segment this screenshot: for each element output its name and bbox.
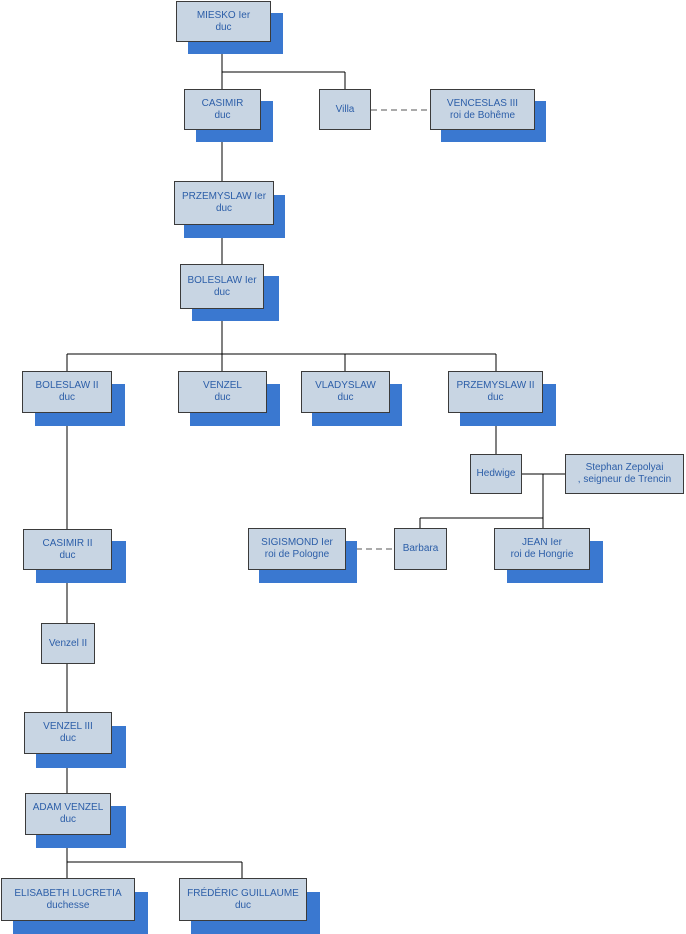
node-name: Stephan Zepolyai bbox=[585, 462, 664, 473]
node-name: MIESKO Ier bbox=[196, 9, 251, 21]
node-title: duc bbox=[58, 392, 76, 403]
node-title: duc bbox=[215, 203, 233, 214]
node-name: CASIMIR bbox=[201, 97, 244, 109]
node-name: SIGISMOND Ier bbox=[261, 537, 333, 548]
node-title: duc bbox=[337, 392, 354, 403]
node-name: VLADYSLAW bbox=[315, 380, 376, 391]
node-name: Barbara bbox=[402, 543, 439, 554]
node-name: Venzel II bbox=[48, 637, 88, 649]
node-title: duc bbox=[215, 21, 232, 33]
node-name: VENZEL bbox=[203, 380, 242, 391]
node-name: PRZEMYSLAW Ier bbox=[181, 191, 267, 202]
node-title: duc bbox=[59, 733, 77, 744]
node-name: VENCESLAS III bbox=[446, 97, 519, 109]
node-name: PRZEMYSLAW II bbox=[456, 380, 535, 391]
node-name: Villa bbox=[335, 103, 355, 115]
node-title: , seigneur de Trencin bbox=[577, 474, 672, 485]
node-title: duc bbox=[59, 549, 76, 561]
node-title: duc bbox=[214, 392, 231, 403]
node-title: duc bbox=[59, 814, 77, 825]
node-title: roi de Pologne bbox=[264, 549, 330, 560]
node-name: BOLESLAW II bbox=[35, 380, 99, 391]
node-title: duchesse bbox=[46, 899, 90, 911]
node-title: roi de Hongrie bbox=[510, 549, 574, 560]
node-name: VENZEL III bbox=[43, 721, 93, 732]
node-title: duc bbox=[213, 286, 231, 298]
node-title: duc bbox=[234, 899, 252, 911]
node-title: roi de Bohême bbox=[449, 109, 516, 121]
node-title: duc bbox=[487, 392, 504, 403]
node-name: CASIMIR II bbox=[42, 537, 93, 549]
node-title: duc bbox=[214, 109, 231, 121]
node-name: BOLESLAW Ier bbox=[187, 274, 257, 286]
node-name: ELISABETH LUCRETIA bbox=[14, 887, 122, 899]
node-name: Hedwige bbox=[476, 468, 516, 479]
node-name: ADAM VENZEL bbox=[32, 802, 104, 813]
node-name: JEAN Ier bbox=[521, 537, 562, 548]
node-name: FRÉDÉRIC GUILLAUME bbox=[187, 887, 299, 899]
